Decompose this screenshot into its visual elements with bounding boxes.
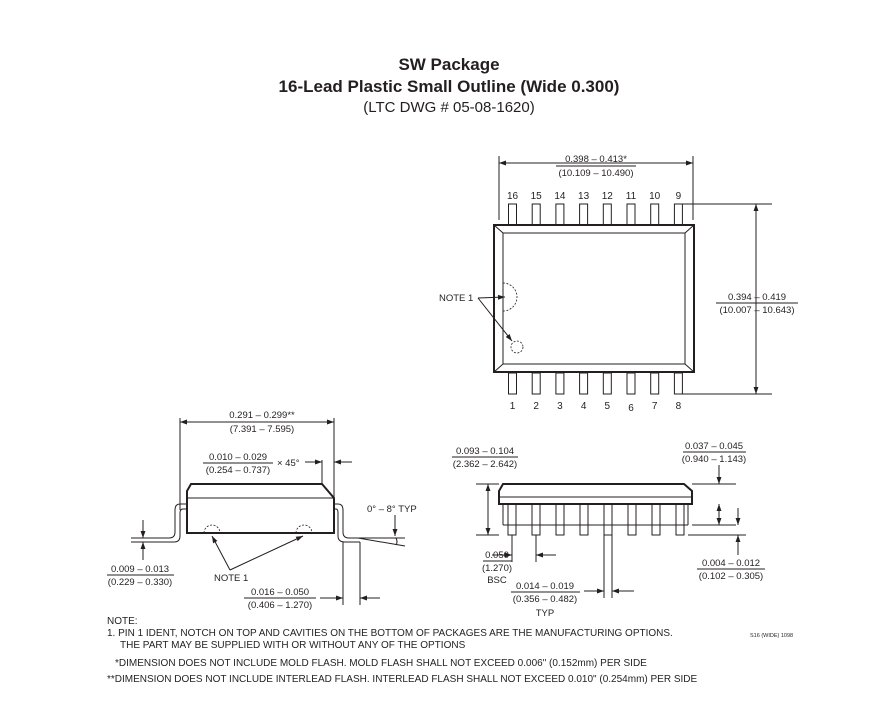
side-width-dim-mm: (7.391 – 7.595) <box>230 424 294 435</box>
end-height-dim-mm: (2.362 – 2.642) <box>453 459 517 470</box>
top-pin-label: 14 <box>554 191 566 202</box>
bottom-pin-label: 4 <box>581 401 587 412</box>
bottom-pin-label: 5 <box>605 401 611 412</box>
chamfer-dim-in: 0.010 – 0.029 <box>209 452 267 463</box>
end-lead-width-dim-mm: (0.356 – 0.482) <box>513 594 577 605</box>
end-lead-width-note: TYP <box>536 608 554 619</box>
package-subtitle: 16-Lead Plastic Small Outline (Wide 0.30… <box>279 77 620 96</box>
bottom-pin-label: 7 <box>652 401 658 412</box>
top-pin-label: 10 <box>649 191 661 202</box>
note-line-3: *DIMENSION DOES NOT INCLUDE MOLD FLASH. … <box>115 658 647 669</box>
top-height-dim-mm: (10.007 – 10.643) <box>719 305 794 316</box>
top-view: 0.398 – 0.413* (10.109 – 10.490) 16 15 1… <box>439 154 798 414</box>
end-lead-row <box>507 503 685 536</box>
note-line-2: THE PART MAY BE SUPPLIED WITH OR WITHOUT… <box>120 640 466 651</box>
end-height-dim-in: 0.093 – 0.104 <box>456 446 514 457</box>
side-width-dim-in: 0.291 – 0.299** <box>229 410 295 421</box>
side-lead-left <box>150 503 187 539</box>
top-width-dim-mm: (10.109 – 10.490) <box>558 168 633 179</box>
drawing-code: S16 (WIDE) 1098 <box>750 633 793 639</box>
note-line-1: 1. PIN 1 IDENT, NOTCH ON TOP AND CAVITIE… <box>107 628 673 639</box>
bottom-pin-label: 8 <box>676 401 682 412</box>
bottom-pin-label: 1 <box>510 401 516 412</box>
end-pitch-dim-mm: (1.270) <box>482 563 512 574</box>
top-pin-label: 9 <box>676 191 682 202</box>
top-pin-label: 15 <box>531 191 543 202</box>
lead-thickness-dim-in: 0.009 – 0.013 <box>111 564 169 575</box>
package-title: SW Package <box>398 55 499 74</box>
pin1-notch <box>502 282 518 312</box>
bottom-pin-label: 3 <box>557 401 563 412</box>
end-view-body <box>498 483 693 505</box>
end-pitch-note: BSC <box>487 575 507 586</box>
chamfer-angle: × 45° <box>277 458 300 469</box>
top-pin-label: 13 <box>578 191 590 202</box>
bottom-pin-row <box>508 372 683 395</box>
bottom-pin-label: 6 <box>628 403 634 414</box>
drawing-number: (LTC DWG # 05-08-1620) <box>363 99 534 116</box>
end-view: 0.093 – 0.104 (2.362 – 2.642) 0.037 – 0.… <box>452 441 765 619</box>
bottom-pin-label: 2 <box>533 401 539 412</box>
top-note-label: NOTE 1 <box>439 293 473 304</box>
lead-thickness-dim-mm: (0.229 – 0.330) <box>108 577 172 588</box>
side-lead-right <box>334 503 360 539</box>
end-lead-width-dim-in: 0.014 – 0.019 <box>516 581 574 592</box>
side-view-body <box>186 483 335 534</box>
end-body-dim-in: 0.037 – 0.045 <box>685 441 743 452</box>
notes-block: NOTE: 1. PIN 1 IDENT, NOTCH ON TOP AND C… <box>107 616 793 685</box>
top-height-dim-in: 0.394 – 0.419 <box>728 292 786 303</box>
notes-heading: NOTE: <box>107 616 138 627</box>
end-body-dim-mm: (0.940 – 1.143) <box>682 454 746 465</box>
chamfer-dim-mm: (0.254 – 0.737) <box>206 465 270 476</box>
top-view-body-inner <box>502 232 686 365</box>
top-pin-row <box>508 203 683 226</box>
lead-angle-label: 0° – 8° TYP <box>367 504 417 515</box>
note-line-4: **DIMENSION DOES NOT INCLUDE INTERLEAD F… <box>107 674 698 685</box>
side-cavity-left <box>203 524 221 534</box>
foot-length-dim-in: 0.016 – 0.050 <box>251 587 309 598</box>
top-pin-label: 11 <box>626 191 637 202</box>
top-view-body-outer <box>493 224 695 373</box>
end-standoff-dim-in: 0.004 – 0.012 <box>702 558 760 569</box>
pin1-dimple <box>510 340 524 354</box>
end-pitch-dim-in: 0.050 <box>485 550 509 561</box>
side-note-label: NOTE 1 <box>214 573 248 584</box>
end-standoff-dim-mm: (0.102 – 0.305) <box>699 571 763 582</box>
top-width-dim-in: 0.398 – 0.413* <box>565 154 627 165</box>
side-view: 0.291 – 0.299** (7.391 – 7.595) 0.010 – … <box>107 410 417 611</box>
top-pin-label: 12 <box>602 191 614 202</box>
top-pin-label: 16 <box>507 191 519 202</box>
side-cavity-right <box>295 524 313 534</box>
header: SW Package 16-Lead Plastic Small Outline… <box>279 55 620 116</box>
foot-length-dim-mm: (0.406 – 1.270) <box>248 600 312 611</box>
